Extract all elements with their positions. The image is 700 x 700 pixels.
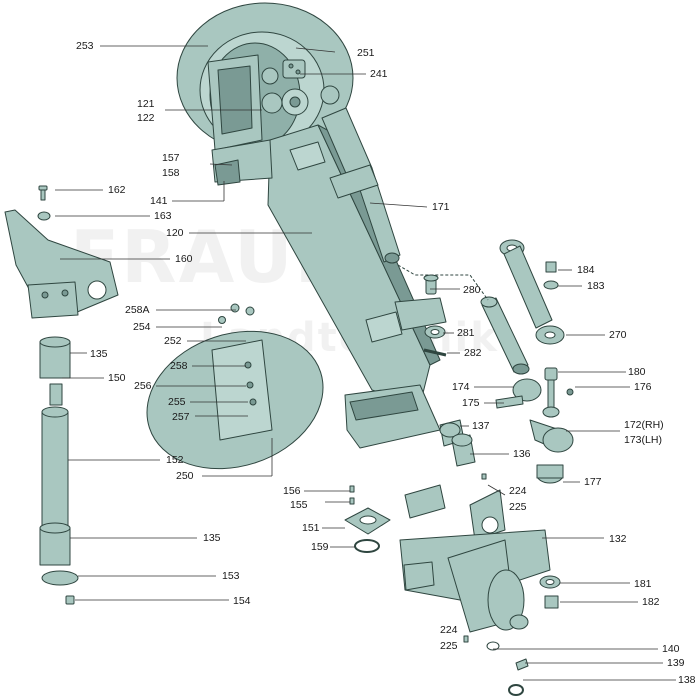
callout-180: 180	[628, 366, 646, 378]
callout-280: 280	[463, 284, 481, 296]
callout-140: 140	[662, 643, 680, 655]
fasteners-138-140	[486, 641, 529, 696]
callout-158: 158	[162, 167, 180, 179]
callout-258: 258	[170, 360, 188, 372]
callout-181: 181	[634, 578, 652, 590]
callout-156: 156	[283, 485, 301, 497]
callout-250: 250	[176, 470, 194, 482]
callout-154: 154	[233, 595, 251, 607]
callout-141: 141	[150, 195, 168, 207]
stub-axle-knuckle	[399, 473, 551, 643]
callout-122: 122	[137, 112, 155, 124]
callout-150: 150	[108, 372, 126, 384]
nut-254	[218, 316, 226, 324]
callout-172-rh: 172(RH)	[624, 419, 664, 431]
callout-257: 257	[172, 411, 190, 423]
nut-258a	[230, 303, 240, 313]
washer-163	[37, 211, 51, 221]
callout-139: 139	[667, 657, 685, 669]
backing-plate	[146, 330, 324, 470]
callout-173-lh: 173(LH)	[624, 434, 662, 446]
nut-258a-b	[245, 306, 255, 316]
callout-175: 175	[462, 397, 480, 409]
callout-159: 159	[311, 541, 329, 553]
callout-171: 171	[432, 201, 450, 213]
callout-224-bottom: 224	[440, 624, 458, 636]
leader-lines	[55, 45, 676, 681]
tie-rod-end	[495, 367, 574, 484]
callout-252: 252	[164, 335, 182, 347]
callout-182: 182	[642, 596, 660, 608]
mounting-bracket	[4, 209, 119, 319]
callout-135-top: 135	[90, 348, 108, 360]
callout-136: 136	[513, 448, 531, 460]
callout-151: 151	[302, 522, 320, 534]
callout-132: 132	[609, 533, 627, 545]
callout-174: 174	[452, 381, 470, 393]
callout-137: 137	[472, 420, 490, 432]
callout-255: 255	[168, 396, 186, 408]
callout-177: 177	[584, 476, 602, 488]
callout-176: 176	[634, 381, 652, 393]
washer-nut-181-182	[539, 575, 561, 609]
callout-157: 157	[162, 152, 180, 164]
steering-cylinder	[320, 85, 401, 264]
callout-253: 253	[76, 40, 94, 52]
callout-138: 138	[678, 674, 696, 686]
callout-270: 270	[609, 329, 627, 341]
callout-163: 163	[154, 210, 172, 222]
callout-254: 254	[133, 321, 151, 333]
callout-120: 120	[166, 227, 184, 239]
callout-258a: 258A	[125, 304, 150, 316]
callout-152: 152	[166, 454, 184, 466]
callout-256: 256	[134, 380, 152, 392]
callout-281: 281	[457, 327, 475, 339]
callout-135-bottom: 135	[203, 532, 221, 544]
bushes	[439, 419, 476, 467]
kingpin-assembly	[39, 336, 79, 605]
callout-160: 160	[175, 253, 193, 265]
callout-155: 155	[290, 499, 308, 511]
callout-162: 162	[108, 184, 126, 196]
callout-153: 153	[222, 570, 240, 582]
callout-225-top: 225	[509, 501, 527, 513]
hydraulic-ram	[499, 239, 565, 345]
callout-184: 184	[577, 264, 595, 276]
callout-241: 241	[370, 68, 388, 80]
callout-225-bottom: 225	[440, 640, 458, 652]
cover-plate	[344, 485, 391, 553]
callout-282: 282	[464, 347, 482, 359]
bolt-162	[38, 185, 48, 201]
track-rod	[423, 274, 530, 375]
callout-251: 251	[357, 47, 375, 59]
callout-121: 121	[137, 98, 155, 110]
callout-183: 183	[587, 280, 605, 292]
callout-224-top: 224	[509, 485, 527, 497]
brake-shoe-assembly	[207, 54, 309, 151]
